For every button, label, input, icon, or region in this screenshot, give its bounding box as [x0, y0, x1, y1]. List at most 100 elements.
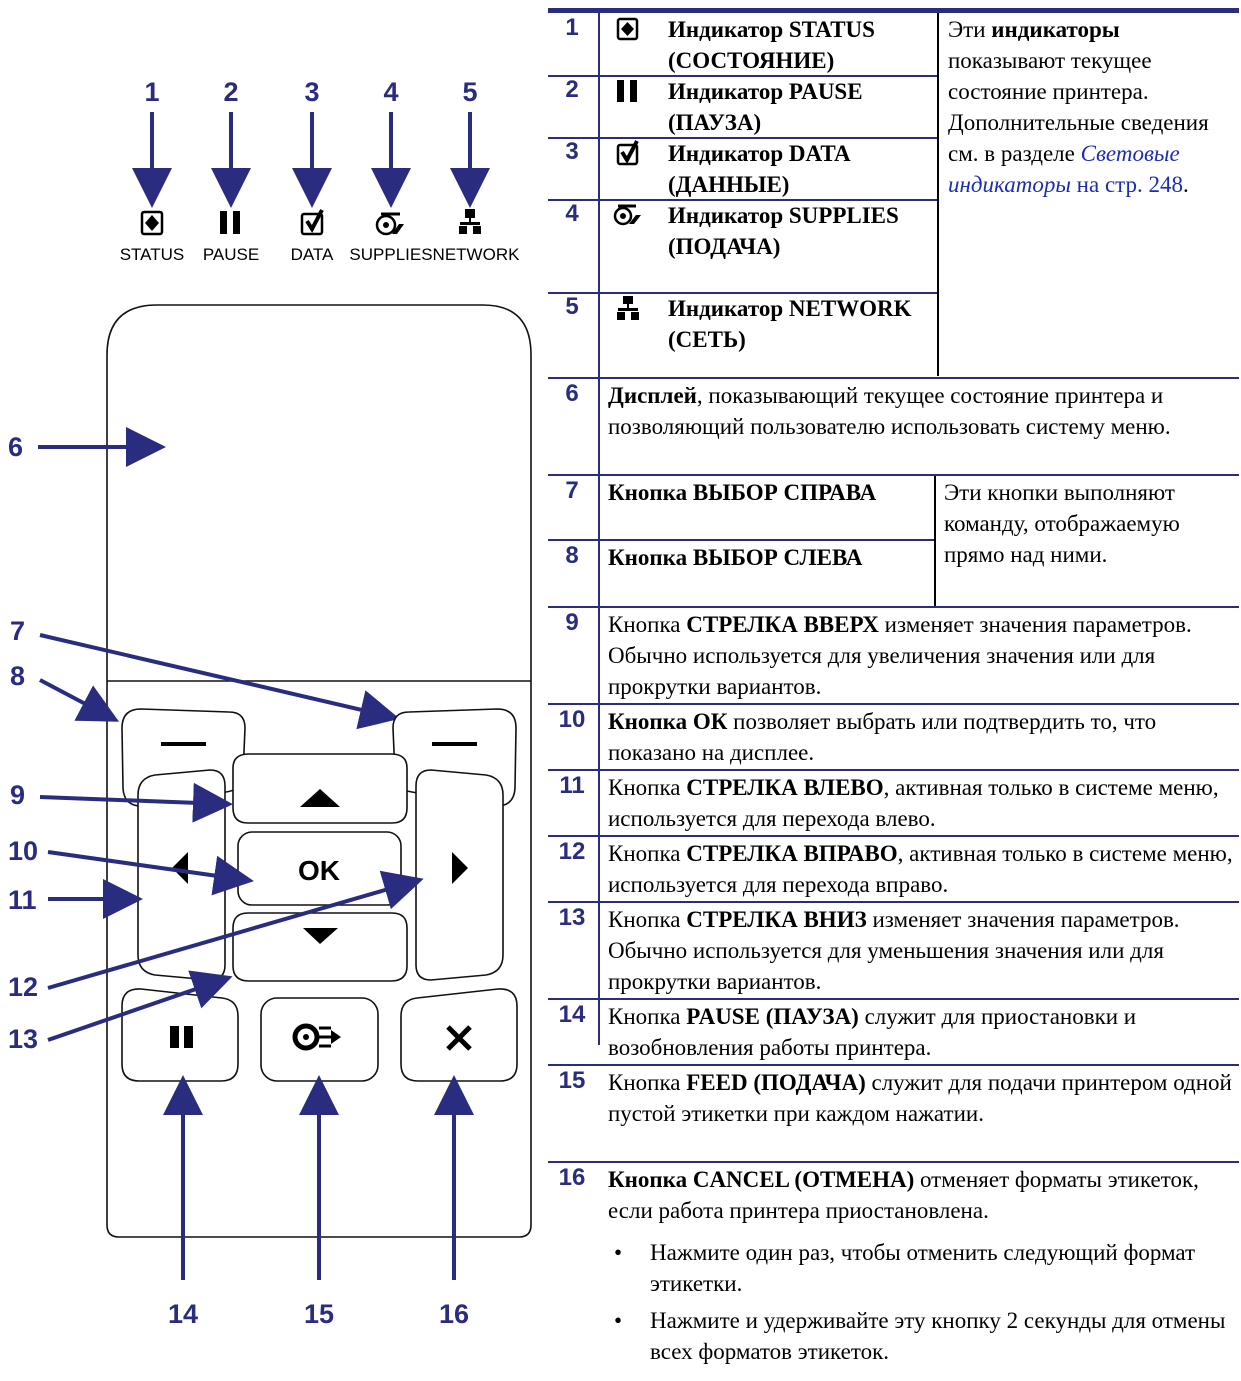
table-number-column-rule [598, 13, 600, 1045]
control-panel-diagram: 1 2 3 4 5 STATUS PAUSE DATA SUPPLIES NET… [8, 77, 532, 1329]
row-number: 4 [565, 200, 579, 227]
callout-14: 14 [168, 1299, 198, 1329]
led-description: Эти индикаторы показывают текущее состоя… [948, 17, 1209, 197]
row-number: 10 [558, 706, 586, 733]
callout-15: 15 [304, 1299, 334, 1329]
feed-button[interactable] [260, 997, 379, 1082]
row-number: 12 [558, 838, 586, 865]
led-name-status: Индикатор STATUS (СОСТОЯНИЕ) [668, 17, 875, 73]
row-text: Кнопка PAUSE (ПАУЗА) служит для приостан… [608, 1004, 1137, 1060]
select-buttons-description: Эти кнопки выполняют команду, отображаем… [944, 480, 1180, 567]
page-reference-link[interactable]: на стр. 248 [1076, 172, 1183, 197]
row-text: Кнопка ВЫБОР СЛЕВА [608, 545, 863, 570]
row-rule [548, 137, 937, 139]
row-number: 8 [565, 542, 579, 569]
cancel-button[interactable] [400, 988, 518, 1082]
up-arrow-button[interactable] [232, 753, 408, 824]
callout-10: 10 [8, 836, 38, 866]
arrow-10 [47, 850, 254, 896]
row-rule [548, 998, 1239, 1000]
callout-12: 12 [8, 972, 38, 1002]
pause-icon [617, 80, 637, 102]
led-name-network: Индикатор NETWORK (СЕТЬ) [668, 296, 912, 352]
callout-13: 13 [8, 1024, 38, 1054]
row-text: Кнопка СТРЕЛКА ВНИЗ изменяет значения па… [608, 907, 1180, 994]
network-icon [617, 296, 639, 320]
row-number: 16 [558, 1164, 586, 1191]
row-number: 2 [565, 76, 579, 103]
arrow-9 [39, 782, 233, 823]
row-number: 11 [559, 772, 585, 799]
down-arrow-button[interactable] [232, 912, 408, 982]
row-rule [548, 835, 1239, 837]
indicator-label-data: DATA [291, 245, 334, 264]
pause-icon [220, 211, 240, 234]
row-text: Кнопка ОК позволяет выбрать или подтверд… [608, 709, 1157, 765]
callout-4: 4 [383, 77, 398, 107]
callout-8: 8 [10, 661, 25, 691]
row-text: Кнопка FEED (ПОДАЧА) служит для подачи п… [608, 1070, 1232, 1126]
row-rule [548, 292, 937, 294]
row-text: Кнопка CANCEL (ОТМЕНА) отменяет форматы … [608, 1167, 1199, 1223]
arrow-8 [39, 678, 120, 722]
led-name-supplies: Индикатор SUPPLIES (ПОДАЧА) [668, 203, 899, 259]
svg-text:OK: OK [298, 855, 340, 886]
row-text: Дисплей, показывающий текущее состояние … [608, 383, 1171, 439]
callout-5: 5 [462, 77, 477, 107]
row-text: Кнопка СТРЕЛКА ВПРАВО, активная только в… [608, 841, 1233, 897]
data-icon [616, 140, 639, 166]
row-text: Кнопка СТРЕЛКА ВВЕРХ изменяет значения п… [608, 612, 1192, 699]
row-rule [548, 1064, 1239, 1066]
row-rule [548, 474, 1239, 476]
row-number: 6 [565, 380, 579, 407]
row-number: 7 [565, 477, 579, 504]
arrow-12 [47, 870, 424, 990]
indicator-label-pause: PAUSE [203, 245, 259, 264]
row-number: 3 [565, 138, 579, 165]
row-rule [548, 703, 1239, 705]
row-number: 9 [565, 609, 579, 636]
callout-3: 3 [304, 77, 319, 107]
feed-icon [292, 1023, 341, 1051]
light-indicators-link[interactable]: Световые индикаторы [948, 141, 1180, 197]
callout-1: 1 [144, 77, 159, 107]
row-rule [548, 901, 1239, 903]
callout-11: 11 [8, 885, 37, 915]
arrow-7 [39, 633, 400, 730]
row-text: Кнопка СТРЕЛКА ВЛЕВО, активная только в … [608, 775, 1219, 831]
row-number: 14 [558, 1001, 586, 1028]
led-name-pause: Индикатор PAUSE (ПАУЗА) [668, 79, 863, 135]
indicator-label-status: STATUS [120, 245, 185, 264]
pause-button[interactable] [121, 988, 239, 1082]
indicator-label-network: NETWORK [433, 245, 521, 264]
status-icon [140, 210, 164, 236]
column-rule [934, 476, 936, 606]
column-rule [937, 13, 939, 376]
row-rule [548, 1161, 1239, 1163]
row-rule [548, 75, 937, 77]
row-rule [548, 769, 1239, 771]
table-top-rule [548, 8, 1239, 13]
row-number: 1 [565, 14, 579, 41]
status-icon [616, 17, 639, 41]
row-number: 5 [565, 293, 579, 320]
bullet-icon: • [614, 1240, 623, 1265]
callout-9: 9 [10, 780, 25, 810]
arrow-13 [47, 970, 233, 1042]
supplies-icon [375, 212, 404, 236]
right-arrow-button[interactable] [415, 769, 504, 981]
row-number: 13 [558, 904, 586, 931]
indicator-label-supplies: SUPPLIES [349, 245, 432, 264]
callout-7: 7 [10, 616, 25, 646]
row-text: Кнопка ВЫБОР СПРАВА [608, 480, 877, 505]
row-rule [548, 539, 934, 541]
ok-button[interactable]: OK [237, 831, 402, 906]
row-rule [548, 377, 1239, 379]
bullet-icon: • [614, 1308, 623, 1333]
row-number: 15 [558, 1067, 586, 1094]
supplies-icon [613, 204, 641, 226]
network-icon [459, 209, 481, 234]
callout-2: 2 [223, 77, 238, 107]
callout-16: 16 [439, 1299, 469, 1329]
data-icon [300, 209, 324, 236]
